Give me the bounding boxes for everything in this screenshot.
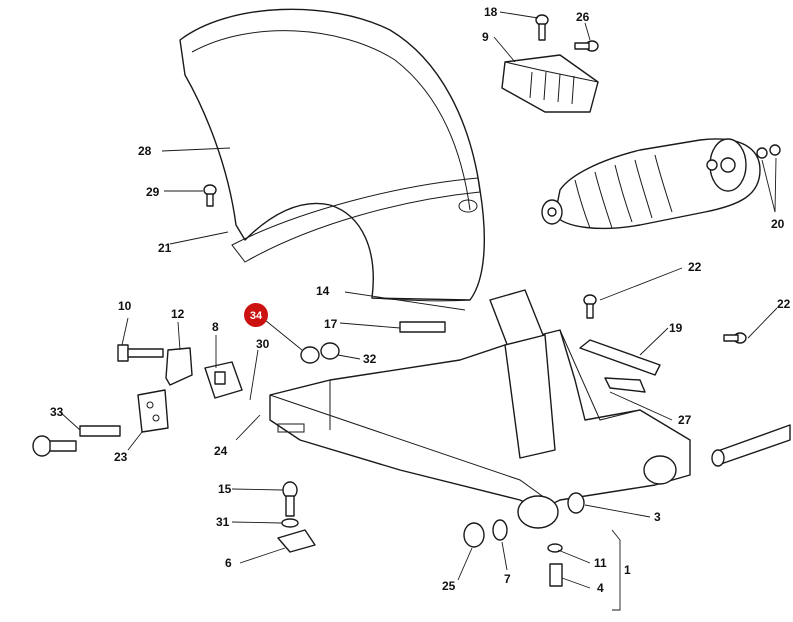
shock-absorber	[541, 138, 781, 230]
callout-4: 4	[597, 581, 604, 595]
callout-31: 31	[216, 515, 230, 529]
callout-20: 20	[771, 217, 785, 231]
washer-part-3	[567, 492, 585, 514]
callout-27: 27	[678, 413, 692, 427]
callout-25: 25	[442, 579, 456, 593]
callout-17: 17	[324, 317, 338, 331]
highlight-marker	[244, 303, 268, 327]
callout-8: 8	[212, 320, 219, 334]
bolt-part-33	[32, 425, 121, 457]
callout-1: 1	[624, 563, 631, 577]
callout-9: 9	[482, 30, 489, 44]
swingarm	[269, 289, 791, 529]
callout-30: 30	[256, 337, 270, 351]
plate-part-23	[137, 389, 169, 433]
callout-10: 10	[118, 299, 132, 313]
bolt-part-17	[399, 321, 446, 333]
callout-6: 6	[225, 556, 232, 570]
bolt-part-4	[549, 563, 563, 587]
bracket-part-6	[277, 529, 316, 553]
rear-fender	[179, 8, 486, 302]
callout-28: 28	[138, 144, 152, 158]
callout-26: 26	[576, 10, 590, 24]
callout-15: 15	[218, 482, 232, 496]
callout-labels: 18 26 9 28 29 21 20 22 22 14 17 19 10 12…	[50, 5, 791, 595]
chain-slider-part-19	[579, 339, 661, 393]
callout-7: 7	[504, 572, 511, 586]
callout-12: 12	[171, 307, 185, 321]
screw-part-29	[203, 184, 217, 207]
callout-19: 19	[669, 321, 683, 335]
washer-part-31	[281, 518, 299, 528]
bolt-part-15	[282, 481, 298, 517]
callout-22-right: 22	[777, 297, 791, 311]
screw-part-22	[583, 294, 747, 344]
bushing-part-25	[463, 522, 485, 548]
callout-18: 18	[484, 5, 498, 19]
highlight-label: 34	[250, 310, 263, 322]
leader-lines	[59, 11, 778, 611]
circlip-part-7	[492, 519, 508, 541]
callout-33: 33	[50, 405, 64, 419]
block-part-12	[165, 347, 193, 386]
screw-part-18	[535, 14, 549, 41]
callout-14: 14	[316, 284, 330, 298]
callout-29: 29	[146, 185, 160, 199]
callout-3: 3	[654, 510, 661, 524]
callout-32: 32	[363, 352, 377, 366]
bolt-part-10	[117, 344, 164, 362]
highlighted-callout-34[interactable]: 34	[244, 303, 268, 327]
callout-23: 23	[114, 450, 128, 464]
bracket-part-9	[501, 54, 599, 113]
callout-24: 24	[214, 444, 228, 458]
callout-11: 11	[594, 556, 607, 570]
washer-part-32	[300, 342, 340, 364]
callout-21: 21	[158, 241, 172, 255]
callout-22-top: 22	[688, 260, 702, 274]
screw-part-26	[574, 40, 599, 52]
block-part-8	[204, 361, 243, 399]
